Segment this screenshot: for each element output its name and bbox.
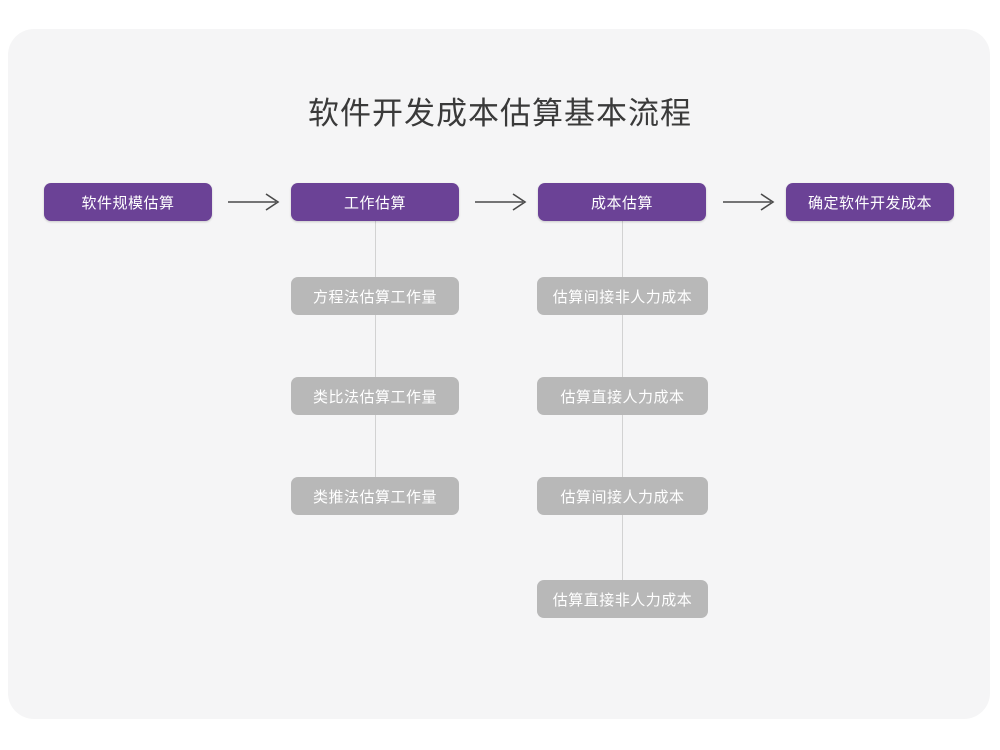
diagram-card-panel (8, 29, 990, 719)
substep-box-indirect-nonlabor-cost[interactable]: 估算间接非人力成本 (537, 277, 708, 315)
substep-box-direct-labor-cost[interactable]: 估算直接人力成本 (537, 377, 708, 415)
step-box-effort-estimation[interactable]: 工作估算 (291, 183, 459, 221)
substep-box-indirect-labor-cost[interactable]: 估算间接人力成本 (537, 477, 708, 515)
arrow-right-icon-1 (228, 193, 280, 211)
arrow-right-icon-3 (723, 193, 775, 211)
substep-box-analogy-method-effort[interactable]: 类比法估算工作量 (291, 377, 459, 415)
substep-box-inference-method-effort[interactable]: 类推法估算工作量 (291, 477, 459, 515)
diagram-title: 软件开发成本估算基本流程 (308, 96, 692, 131)
substep-box-equation-method-effort[interactable]: 方程法估算工作量 (291, 277, 459, 315)
arrow-right-icon-2 (475, 193, 527, 211)
substep-box-direct-nonlabor-cost[interactable]: 估算直接非人力成本 (537, 580, 708, 618)
connector-line-effort-column (375, 210, 376, 497)
step-box-final-development-cost[interactable]: 确定软件开发成本 (786, 183, 954, 221)
step-box-software-size-estimation[interactable]: 软件规模估算 (44, 183, 212, 221)
step-box-cost-estimation[interactable]: 成本估算 (538, 183, 706, 221)
